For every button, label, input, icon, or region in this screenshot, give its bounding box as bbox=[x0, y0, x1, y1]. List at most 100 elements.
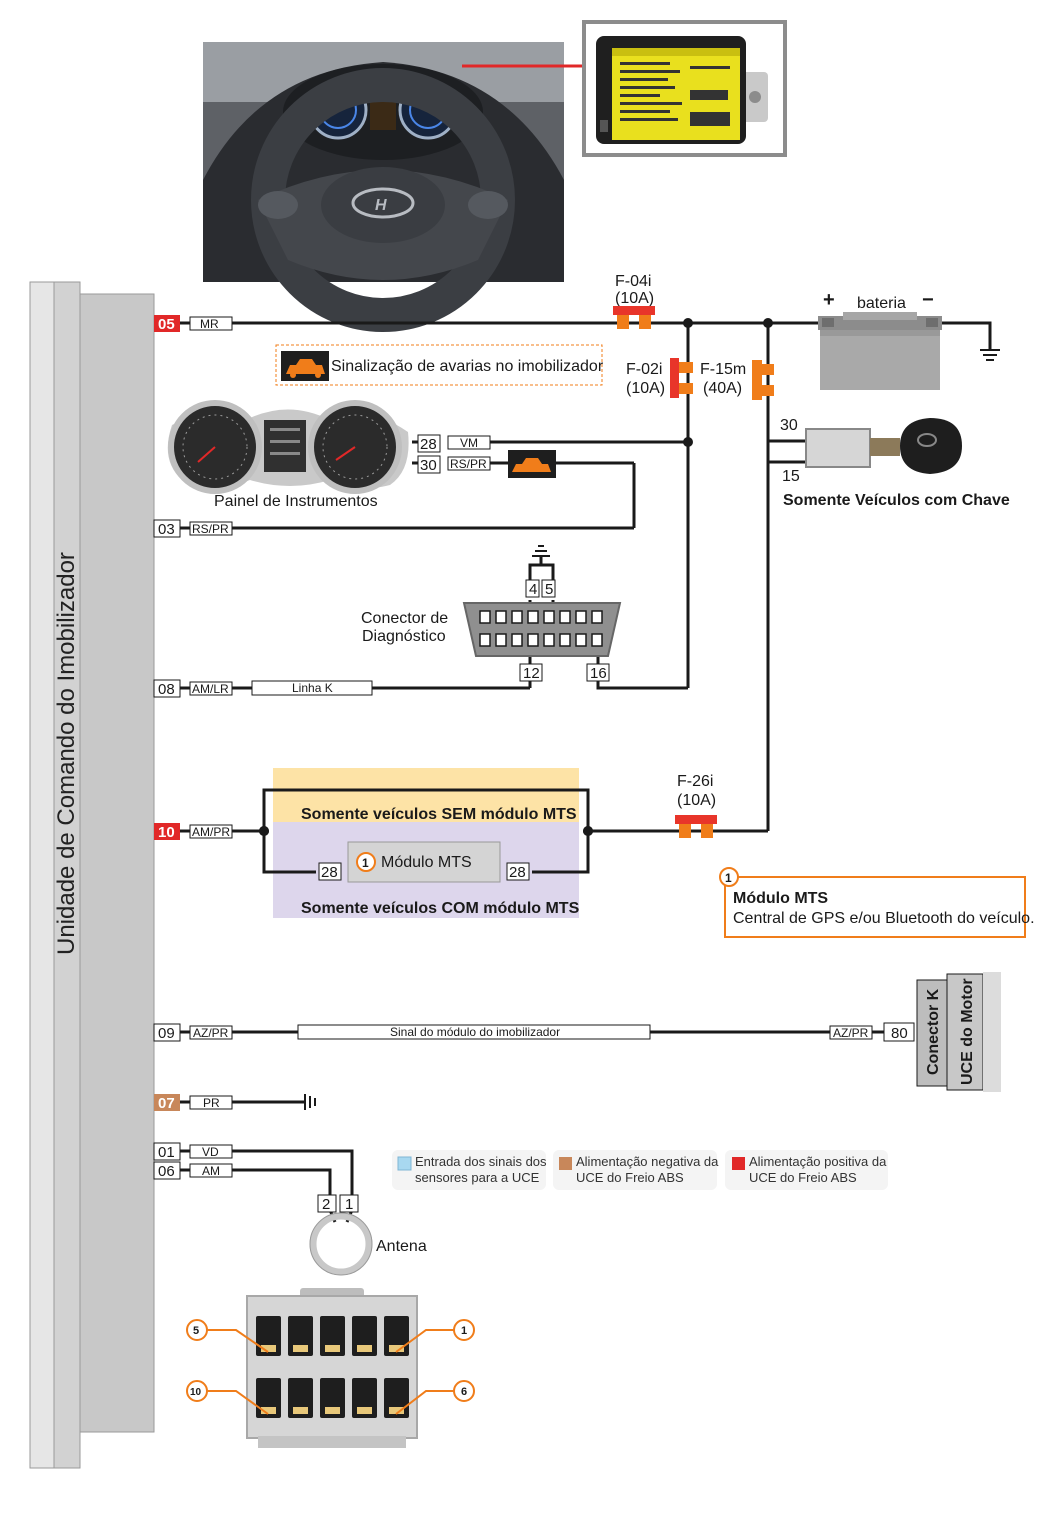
svg-text:09: 09 bbox=[158, 1025, 175, 1042]
immobilizer-signal-label: Sinal do módulo do imobilizador bbox=[390, 1025, 560, 1039]
svg-text:Antena: Antena bbox=[376, 1238, 427, 1255]
svg-text:(10A): (10A) bbox=[626, 380, 665, 397]
svg-text:F-02i: F-02i bbox=[626, 361, 662, 378]
svg-text:2: 2 bbox=[322, 1196, 330, 1213]
svg-text:28: 28 bbox=[509, 864, 526, 881]
svg-text:AM/LR: AM/LR bbox=[192, 682, 229, 696]
svg-text:28: 28 bbox=[420, 436, 437, 453]
battery: + bateria − bbox=[818, 289, 942, 390]
pin-06: 06 AM bbox=[153, 1161, 233, 1180]
svg-text:AM: AM bbox=[202, 1164, 220, 1178]
svg-text:06: 06 bbox=[158, 1163, 175, 1180]
svg-text:30: 30 bbox=[420, 457, 437, 474]
svg-text:10: 10 bbox=[158, 824, 175, 841]
svg-text:(10A): (10A) bbox=[677, 792, 716, 809]
pin-03: 03 RS/PR bbox=[153, 519, 233, 538]
svg-text:bateria: bateria bbox=[857, 295, 906, 312]
svg-text:03: 03 bbox=[158, 521, 175, 538]
svg-text:sensores para a UCE: sensores para a UCE bbox=[415, 1170, 540, 1185]
cavity-6-label: 6 bbox=[461, 1386, 467, 1398]
svg-text:AM/PR: AM/PR bbox=[192, 825, 230, 839]
svg-text:VM: VM bbox=[460, 436, 478, 450]
cavity-1-label: 1 bbox=[461, 1325, 467, 1337]
connector-cavities bbox=[256, 1316, 409, 1418]
car-warning-icon bbox=[512, 458, 551, 472]
car-warning-icon bbox=[286, 359, 325, 374]
svg-text:Painel de Instrumentos: Painel de Instrumentos bbox=[214, 493, 378, 510]
pin-10: 10 AM/PR bbox=[154, 823, 233, 841]
ecu-title: Unidade de Comando do Imobilizador bbox=[53, 552, 80, 955]
fuse-f04i: F-04i (10A) bbox=[613, 273, 655, 329]
svg-text:01: 01 bbox=[158, 1144, 175, 1161]
svg-text:(10A): (10A) bbox=[615, 290, 654, 307]
svg-text:Módulo MTS: Módulo MTS bbox=[733, 890, 828, 907]
instrument-cluster: Painel de Instrumentos 28 VM 30 RS/PR bbox=[167, 400, 556, 510]
svg-text:UCE do Freio ABS: UCE do Freio ABS bbox=[576, 1170, 684, 1185]
svg-text:VD: VD bbox=[202, 1145, 219, 1159]
svg-text:Conector K: Conector K bbox=[925, 988, 942, 1075]
svg-text:4: 4 bbox=[529, 581, 537, 598]
svg-text:UCE do Freio ABS: UCE do Freio ABS bbox=[749, 1170, 857, 1185]
fuse-f15m: F-15m (40A) bbox=[700, 360, 774, 400]
pin-05: 05 MR bbox=[154, 315, 233, 333]
pin-07: 07 PR bbox=[154, 1094, 233, 1112]
svg-text:F-04i: F-04i bbox=[615, 273, 651, 290]
svg-text:AZ/PR: AZ/PR bbox=[833, 1026, 869, 1040]
junctions bbox=[259, 318, 773, 836]
fuse-f02i: F-02i (10A) bbox=[626, 358, 693, 398]
svg-text:Sinalização de avarias no imob: Sinalização de avarias no imobilizador bbox=[331, 358, 604, 375]
svg-text:16: 16 bbox=[590, 665, 607, 682]
engine-ecu: AZ/PR 80 Conector K UCE do Motor bbox=[829, 972, 1001, 1092]
svg-text:15: 15 bbox=[782, 468, 800, 485]
svg-text:PR: PR bbox=[203, 1096, 220, 1110]
ecu-block: Unidade de Comando do Imobilizador bbox=[29, 281, 155, 1469]
antenna: 2 1 Antena bbox=[309, 1194, 427, 1276]
pin-08: 08 AM/LR Linha K bbox=[153, 679, 373, 698]
ecu-connector-face: 5 1 10 6 bbox=[186, 1288, 475, 1448]
mts-zone: Somente veículos SEM módulo MTS Somente … bbox=[262, 768, 590, 918]
cavity-5-label: 5 bbox=[193, 1325, 199, 1337]
mts-note: 1 Módulo MTS Central de GPS e/ou Bluetoo… bbox=[719, 867, 1035, 938]
svg-text:05: 05 bbox=[158, 316, 175, 333]
diagnostic-connector: Conector de Diagnóstico 4 5 12 16 bbox=[361, 579, 622, 682]
svg-text:AZ/PR: AZ/PR bbox=[193, 1026, 229, 1040]
svg-text:08: 08 bbox=[158, 681, 175, 698]
ground-icon bbox=[304, 349, 1000, 1110]
svg-text:F-15m: F-15m bbox=[700, 361, 746, 378]
steering-wheel-photo: H bbox=[203, 42, 564, 332]
svg-text:Diagnóstico: Diagnóstico bbox=[362, 628, 446, 645]
svg-text:28: 28 bbox=[321, 864, 338, 881]
svg-text:+: + bbox=[823, 289, 835, 311]
svg-text:80: 80 bbox=[891, 1025, 908, 1042]
svg-text:Alimentação positiva da: Alimentação positiva da bbox=[749, 1154, 887, 1169]
warning-note: Sinalização de avarias no imobilizador bbox=[275, 344, 604, 386]
mts-module-label: Módulo MTS bbox=[381, 854, 472, 871]
without-mts-label: Somente veículos SEM módulo MTS bbox=[301, 806, 577, 823]
svg-text:Conector de: Conector de bbox=[361, 610, 448, 627]
svg-text:Entrada dos sinais dos: Entrada dos sinais dos bbox=[415, 1154, 547, 1169]
svg-text:12: 12 bbox=[523, 665, 540, 682]
svg-text:H: H bbox=[375, 197, 387, 214]
svg-text:UCE do Motor: UCE do Motor bbox=[959, 978, 976, 1085]
svg-text:RS/PR: RS/PR bbox=[450, 457, 487, 471]
cavity-10-label: 10 bbox=[190, 1387, 202, 1398]
svg-text:07: 07 bbox=[158, 1095, 175, 1112]
fuse-f26i: F-26i (10A) bbox=[675, 773, 717, 838]
with-mts-label: Somente veículos COM módulo MTS bbox=[301, 900, 580, 917]
ignition-caption: Somente Veículos com Chave bbox=[783, 492, 1010, 509]
svg-text:(40A): (40A) bbox=[703, 380, 742, 397]
svg-text:1: 1 bbox=[725, 871, 732, 885]
pin-01: 01 VD bbox=[153, 1142, 233, 1161]
svg-text:−: − bbox=[922, 289, 934, 311]
svg-text:F-26i: F-26i bbox=[677, 773, 713, 790]
svg-text:1: 1 bbox=[345, 1196, 353, 1213]
immobilizer-module-photo bbox=[582, 20, 787, 157]
svg-text:Alimentação negativa da: Alimentação negativa da bbox=[576, 1154, 719, 1169]
svg-text:MR: MR bbox=[200, 317, 219, 331]
pin-09: 09 AZ/PR Sinal do módulo do imobilizador bbox=[153, 1023, 651, 1042]
line-k-label: Linha K bbox=[292, 681, 333, 695]
svg-text:RS/PR: RS/PR bbox=[192, 522, 229, 536]
ignition-switch: 30 15 Somente Veículos com Chave bbox=[768, 417, 1010, 509]
svg-text:Central de GPS e/ou Bluetooth: Central de GPS e/ou Bluetooth do veículo… bbox=[733, 910, 1035, 927]
